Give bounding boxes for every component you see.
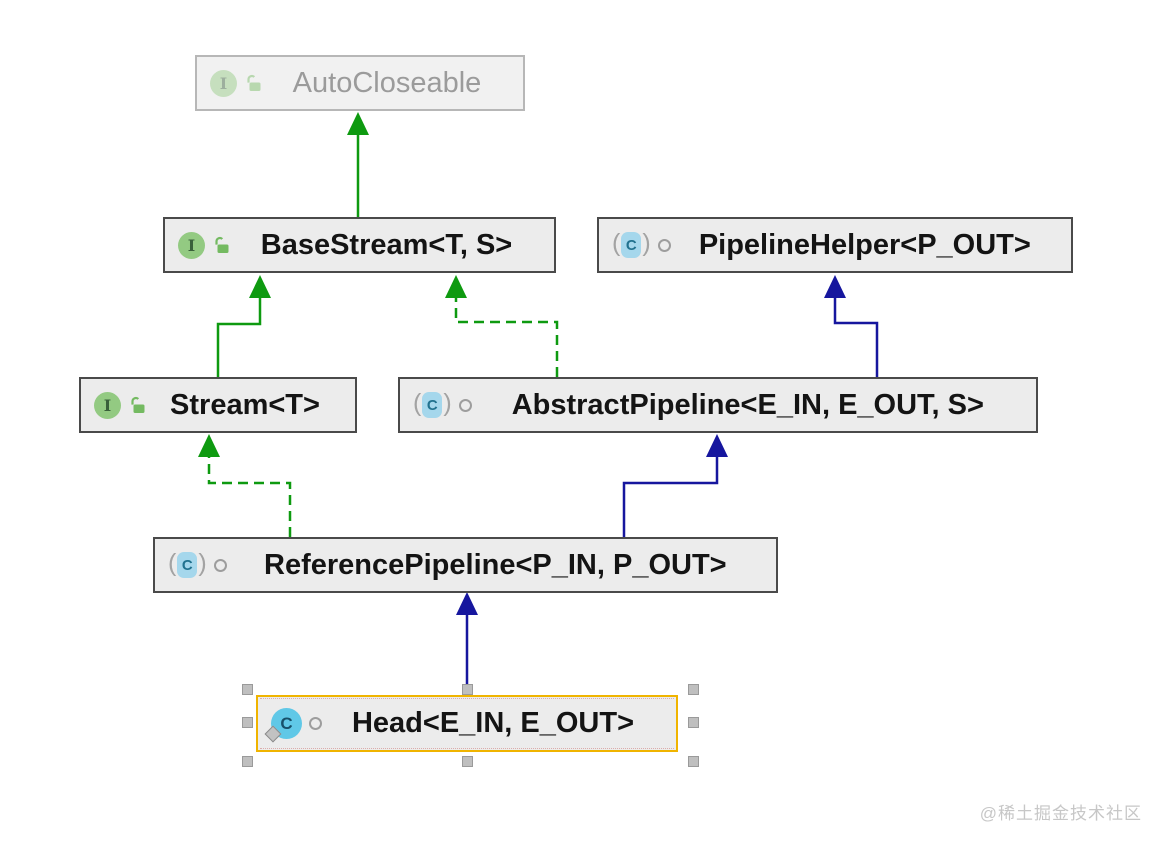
- abstract-paren: (: [612, 228, 621, 257]
- interface-icon-letter: I: [219, 73, 228, 93]
- node-icons: I: [210, 69, 263, 97]
- edge-abstractpipeline-extends-pipelinehelper: [824, 275, 879, 377]
- watermark: @稀土掘金技术社区: [979, 804, 1142, 823]
- lock-open-icon: [247, 74, 261, 91]
- node-autocloseable[interactable]: I AutoCloseable: [195, 55, 525, 111]
- interface-icon-letter: I: [103, 395, 112, 415]
- abstract-paren: ): [443, 388, 452, 417]
- selection-handle-n[interactable]: [462, 684, 473, 695]
- node-basestream[interactable]: I BaseStream<T, S>: [163, 217, 556, 273]
- node-icons: I: [178, 231, 231, 259]
- edge-head-extends-referencepipeline: [456, 592, 478, 690]
- class-icon: C: [264, 708, 302, 743]
- visibility-ring-icon: [657, 238, 671, 252]
- abstract-paren: (: [168, 548, 177, 577]
- abstract-paren: ): [642, 228, 651, 257]
- interface-icon: I: [210, 69, 237, 97]
- node-head[interactable]: C Head<E_IN, E_OUT>: [256, 695, 678, 752]
- node-label: Head<E_IN, E_OUT>: [351, 707, 635, 739]
- edge-referencepipeline-implements-stream: [198, 434, 292, 537]
- abstract-paren: ): [198, 548, 207, 577]
- node-icons: ( C ): [168, 548, 227, 578]
- node-label: AbstractPipeline<E_IN, E_OUT, S>: [511, 388, 984, 421]
- node-label: PipelineHelper<P_OUT>: [698, 228, 1031, 261]
- node-abstractpipeline[interactable]: ( C ) AbstractPipeline<E_IN, E_OUT, S>: [398, 377, 1038, 433]
- node-label: BaseStream<T, S>: [260, 228, 513, 261]
- node-pipelinehelper[interactable]: ( C ) PipelineHelper<P_OUT>: [597, 217, 1073, 273]
- edge-abstractpipeline-implements-basestream: [445, 275, 559, 377]
- selection-handle-nw[interactable]: [242, 684, 253, 695]
- lock-open-icon: [215, 236, 229, 253]
- selection-handle-ne[interactable]: [688, 684, 699, 695]
- visibility-ring-icon: [213, 558, 227, 572]
- class-icon-letter: C: [621, 232, 642, 258]
- node-icons: I: [94, 391, 147, 419]
- node-stream[interactable]: I Stream<T>: [79, 377, 357, 433]
- abstract-class-icon: ( C ): [413, 388, 452, 418]
- node-referencepipeline[interactable]: ( C ) ReferencePipeline<P_IN, P_OUT>: [153, 537, 778, 593]
- node-icons: ( C ): [413, 388, 472, 418]
- selection-handle-se[interactable]: [688, 756, 699, 767]
- node-label: AutoCloseable: [292, 66, 482, 99]
- selection-handle-sw[interactable]: [242, 756, 253, 767]
- class-icon-letter: C: [422, 392, 443, 418]
- node-label: Stream<T>: [170, 388, 320, 421]
- interface-icon: I: [178, 231, 205, 259]
- selection-handle-e[interactable]: [688, 717, 699, 728]
- node-icons: C: [264, 708, 322, 743]
- edge-stream-extends-basestream: [216, 275, 271, 377]
- class-icon-letter: C: [177, 552, 198, 578]
- node-icons: ( C ): [612, 228, 671, 258]
- visibility-ring-icon: [458, 398, 472, 412]
- selection-handle-s[interactable]: [462, 756, 473, 767]
- interface-icon: I: [94, 391, 121, 419]
- edge-basestream-extends-autocloseable: [347, 112, 369, 217]
- selection-handle-w[interactable]: [242, 717, 253, 728]
- abstract-class-icon: ( C ): [612, 228, 651, 258]
- interface-icon-letter: I: [187, 235, 196, 255]
- abstract-paren: (: [413, 388, 422, 417]
- visibility-ring-icon: [309, 717, 322, 730]
- lock-open-icon: [131, 396, 145, 413]
- edge-referencepipeline-extends-abstractpipeline: [622, 434, 728, 537]
- abstract-class-icon: ( C ): [168, 548, 207, 578]
- node-label: ReferencePipeline<P_IN, P_OUT>: [264, 548, 727, 581]
